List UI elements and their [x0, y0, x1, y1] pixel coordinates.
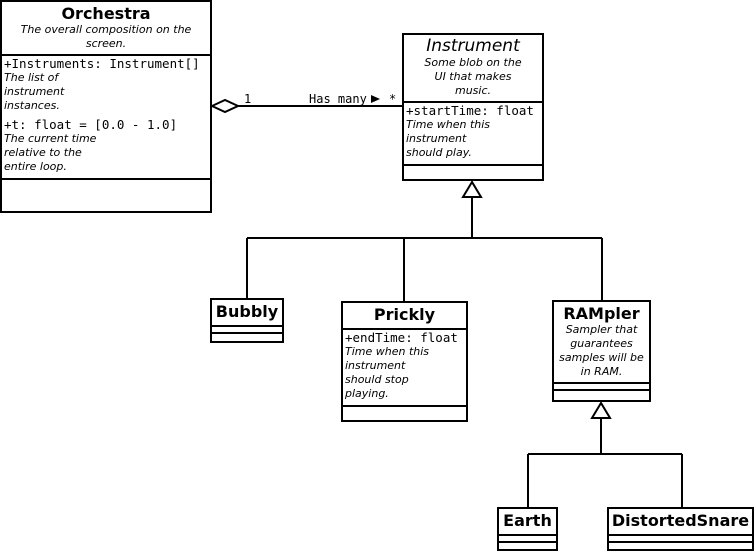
attributes-compartment: +Instruments: Instrument[] The list of i…: [2, 54, 210, 174]
attribute-signature: +startTime: float: [406, 103, 534, 118]
multiplicity-source: 1: [244, 92, 252, 106]
class-description: The overall composition on the screen.: [20, 23, 192, 50]
attributes-compartment: [554, 382, 649, 389]
class-name: DistortedSnare: [611, 511, 750, 530]
operations-compartment: [609, 541, 752, 548]
generalization-arrow-instrument: [461, 180, 483, 198]
attribute-signature: +t: float = [0.0 - 1.0]: [4, 117, 178, 132]
class-prickly[interactable]: Prickly +endTime: float Time when this i…: [341, 301, 468, 422]
class-rampler[interactable]: RAMpler Sampler that guarantees samples …: [552, 300, 651, 402]
operations-compartment: [554, 389, 649, 396]
class-name: Earth: [503, 511, 552, 530]
attribute-signature: +Instruments: Instrument[]: [4, 56, 200, 71]
attributes-compartment: +startTime: float Time when this instrum…: [404, 101, 542, 160]
operations-compartment: [2, 178, 210, 186]
multiplicity-target: *: [389, 92, 397, 106]
attribute-description: Time when this instrument should stop pl…: [345, 345, 430, 400]
class-description: Sampler that guarantees samples will be …: [559, 323, 644, 378]
attributes-compartment: +endTime: float Time when this instrumen…: [343, 328, 466, 401]
class-name: Bubbly: [215, 302, 279, 321]
attribute-signature: +endTime: float: [345, 330, 458, 345]
class-orchestra[interactable]: Orchestra The overall composition on the…: [0, 0, 212, 213]
class-description: Some blob on the UI that makes music.: [424, 56, 522, 97]
operations-compartment: [404, 164, 542, 172]
attributes-compartment: [609, 534, 752, 541]
operations-compartment: [343, 405, 466, 413]
attribute-description: Time when this instrument should play.: [406, 118, 491, 159]
class-distortedsnare[interactable]: DistortedSnare: [607, 507, 754, 551]
class-earth[interactable]: Earth: [497, 507, 558, 551]
aggregation-diamond: [209, 98, 241, 114]
class-name: Prickly: [373, 305, 436, 324]
operations-compartment: [212, 332, 282, 339]
class-instrument[interactable]: Instrument Some blob on the UI that make…: [402, 33, 544, 181]
association-label: Has many: [309, 92, 367, 106]
attributes-compartment: [499, 534, 556, 541]
generalization-arrow-rampler: [590, 401, 612, 419]
class-name: Instrument: [426, 36, 520, 56]
class-name: Orchestra: [61, 4, 151, 23]
class-name: RAMpler: [563, 304, 640, 323]
attributes-compartment: [212, 325, 282, 332]
attribute-description: The list of instrument instances.: [4, 71, 65, 112]
direction-arrow-icon: [371, 95, 380, 103]
attribute-description: The current time relative to the entire …: [4, 132, 97, 173]
operations-compartment: [499, 541, 556, 548]
class-bubbly[interactable]: Bubbly: [210, 298, 284, 343]
